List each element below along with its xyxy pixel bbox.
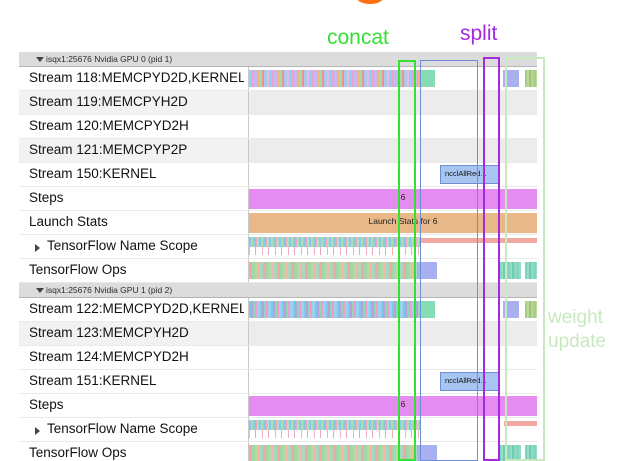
event-strip-sub[interactable]	[249, 247, 421, 255]
track-label: Stream 120:MEMCPYD2H	[29, 118, 189, 133]
event-strip[interactable]	[249, 70, 419, 87]
track-label: Stream 118:MEMCPYD2D,KERNEL,ME	[29, 70, 244, 85]
step-bar-label: 6	[400, 399, 406, 409]
track-row-stream-120[interactable]: Stream 120:MEMCPYD2H	[19, 115, 537, 139]
track-lane[interactable]	[248, 139, 537, 162]
event-strip[interactable]	[249, 420, 421, 430]
track-label: Steps	[29, 397, 64, 412]
event-strip[interactable]	[249, 237, 421, 247]
event-block-concat[interactable]	[417, 445, 437, 461]
track-row-tf-ops[interactable]: TensorFlow Ops	[19, 259, 537, 283]
track-label: Launch Stats	[29, 214, 108, 229]
group-header-label: isqx1:25676 Nvidia GPU 0 (pid 1)	[46, 54, 173, 64]
event-block-split[interactable]	[499, 262, 521, 279]
track-lane[interactable]	[248, 91, 537, 114]
group-header-gpu1[interactable]: isqx1:25676 Nvidia GPU 1 (pid 2)	[19, 283, 537, 298]
track-row-steps[interactable]: Steps 6	[19, 187, 537, 211]
track-label: TensorFlow Name Scope	[47, 421, 198, 436]
track-label: Stream 151:KERNEL	[29, 373, 157, 388]
annotation-concat: concat	[327, 26, 389, 49]
track-label: TensorFlow Ops	[29, 262, 127, 277]
chevron-right-icon[interactable]	[35, 427, 40, 435]
event-block-weight-update[interactable]	[525, 70, 537, 87]
group-header-gpu0[interactable]: isqx1:25676 Nvidia GPU 0 (pid 1)	[19, 52, 537, 67]
event-block-split[interactable]	[503, 70, 519, 87]
track-lane[interactable]	[248, 67, 537, 90]
track-row-tf-ops-gpu1[interactable]: TensorFlow Ops	[19, 442, 537, 461]
event-block-weight-update[interactable]	[525, 445, 537, 461]
event-block-concat[interactable]	[417, 262, 437, 279]
track-label: Steps	[29, 190, 64, 205]
track-row-stream-122[interactable]: Stream 122:MEMCPYD2D,KERNEL,MI	[19, 298, 537, 322]
track-row-stream-118[interactable]: Stream 118:MEMCPYD2D,KERNEL,ME	[19, 67, 537, 91]
track-row-stream-151[interactable]: Stream 151:KERNEL ncclAllRed...	[19, 370, 537, 394]
track-row-tf-name-scope-gpu1[interactable]: TensorFlow Name Scope	[19, 418, 537, 442]
event-block-split[interactable]	[503, 301, 519, 318]
event-block-split[interactable]	[499, 445, 521, 461]
track-row-tf-name-scope[interactable]: TensorFlow Name Scope	[19, 235, 537, 259]
track-label: Stream 119:MEMCPYH2D	[29, 94, 188, 109]
chevron-down-icon[interactable]	[36, 288, 44, 293]
event-block-label: ncclAllRed...	[445, 376, 487, 385]
track-row-stream-124[interactable]: Stream 124:MEMCPYD2H	[19, 346, 537, 370]
event-block-nccl-allreduce[interactable]: ncclAllRed...	[440, 372, 500, 391]
launch-stats-bar[interactable]	[249, 213, 537, 233]
track-label: Stream 121:MEMCPYP2P	[29, 142, 188, 157]
step-bar[interactable]	[249, 189, 537, 209]
track-label: Stream 150:KERNEL	[29, 166, 157, 181]
track-label: Stream 124:MEMCPYD2H	[29, 349, 189, 364]
track-lane[interactable]	[248, 442, 537, 461]
track-row-steps-gpu1[interactable]: Steps 6	[19, 394, 537, 418]
track-label: Stream 123:MEMCPYH2D	[29, 325, 189, 340]
track-label: TensorFlow Ops	[29, 445, 127, 460]
event-block-concat[interactable]	[419, 70, 435, 87]
track-row-launch-stats[interactable]: Launch Stats Launch Stats for 6	[19, 211, 537, 235]
event-strip-tail[interactable]	[504, 421, 537, 426]
annotation-weight-line1: weight	[548, 307, 603, 328]
launch-stats-bar-label: Launch Stats for 6	[368, 216, 438, 226]
track-label: TensorFlow Name Scope	[47, 238, 198, 253]
trace-viewer-panel[interactable]: isqx1:25676 Nvidia GPU 0 (pid 1) Stream …	[19, 52, 537, 461]
chevron-down-icon[interactable]	[36, 57, 44, 62]
track-lane[interactable]	[248, 346, 537, 369]
track-lane[interactable]: ncclAllRed...	[248, 370, 537, 393]
track-lane[interactable]: 6	[248, 394, 537, 417]
track-lane[interactable]: 6	[248, 187, 537, 210]
track-lane[interactable]	[248, 418, 537, 441]
track-row-stream-150[interactable]: Stream 150:KERNEL ncclAllRed...	[19, 163, 537, 187]
track-lane[interactable]: Launch Stats for 6	[248, 211, 537, 234]
step-bar[interactable]	[249, 396, 537, 416]
event-block-nccl-allreduce[interactable]: ncclAllRed...	[440, 165, 500, 184]
annotation-weight-update: weight update	[548, 306, 606, 354]
track-lane[interactable]: ncclAllRed...	[248, 163, 537, 186]
track-lane[interactable]	[248, 115, 537, 138]
track-lane[interactable]	[248, 298, 537, 321]
chevron-right-icon[interactable]	[35, 244, 40, 252]
annotation-weight-line2: update	[548, 331, 607, 352]
event-block-weight-update[interactable]	[525, 301, 537, 318]
track-lane[interactable]	[248, 259, 537, 282]
orange-marker-blob	[357, 0, 383, 4]
track-lane[interactable]	[248, 322, 537, 345]
event-strip[interactable]	[249, 445, 417, 461]
event-block-weight-update[interactable]	[525, 262, 537, 279]
event-block-concat[interactable]	[419, 301, 435, 318]
step-bar-label: 6	[400, 192, 406, 202]
track-row-stream-121[interactable]: Stream 121:MEMCPYP2P	[19, 139, 537, 163]
track-row-stream-119[interactable]: Stream 119:MEMCPYH2D	[19, 91, 537, 115]
track-row-stream-123[interactable]: Stream 123:MEMCPYH2D	[19, 322, 537, 346]
group-header-label: isqx1:25676 Nvidia GPU 1 (pid 2)	[46, 285, 173, 295]
event-strip[interactable]	[249, 262, 417, 279]
event-strip-sub[interactable]	[249, 430, 421, 438]
event-strip-tail[interactable]	[421, 238, 537, 243]
event-strip[interactable]	[249, 301, 419, 318]
annotation-split: split	[460, 22, 498, 45]
track-lane[interactable]	[248, 235, 537, 258]
event-block-label: ncclAllRed...	[445, 169, 487, 178]
track-label: Stream 122:MEMCPYD2D,KERNEL,MI	[29, 301, 244, 316]
